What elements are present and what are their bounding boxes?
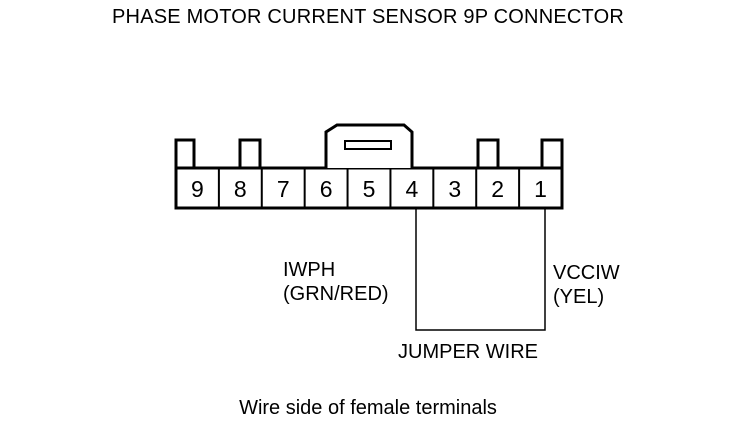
jumper-wire-label: JUMPER WIRE xyxy=(398,341,538,363)
guide-tab-right xyxy=(540,138,564,170)
iwph-label: IWPH (GRN/RED) xyxy=(283,258,389,306)
guide-tab-8 xyxy=(238,138,262,170)
terminal-number-3: 3 xyxy=(448,176,461,202)
guide-tab-2 xyxy=(476,138,500,170)
terminal-number-1: 1 xyxy=(534,176,547,202)
jumper-wire-line xyxy=(415,208,546,331)
vcciw-label: VCCIW (YEL) xyxy=(553,261,620,309)
iwph-signal-name: IWPH xyxy=(283,259,336,281)
terminal-number-2: 2 xyxy=(491,176,504,202)
diagram-caption: Wire side of female terminals xyxy=(239,397,497,419)
diagram-title: PHASE MOTOR CURRENT SENSOR 9P CONNECTOR xyxy=(112,6,624,28)
terminal-number-4: 4 xyxy=(405,176,418,202)
guide-tab-left xyxy=(174,138,196,170)
terminal-number-8: 8 xyxy=(234,176,247,202)
vcciw-wire-color: (YEL) xyxy=(553,286,605,308)
vcciw-signal-name: VCCIW xyxy=(553,262,620,284)
terminal-number-9: 9 xyxy=(191,176,204,202)
terminal-number-5: 5 xyxy=(363,176,376,202)
latch-slot xyxy=(344,140,392,150)
terminal-number-6: 6 xyxy=(320,176,333,202)
terminal-number-7: 7 xyxy=(277,176,290,202)
iwph-wire-color: (GRN/RED) xyxy=(283,283,389,305)
